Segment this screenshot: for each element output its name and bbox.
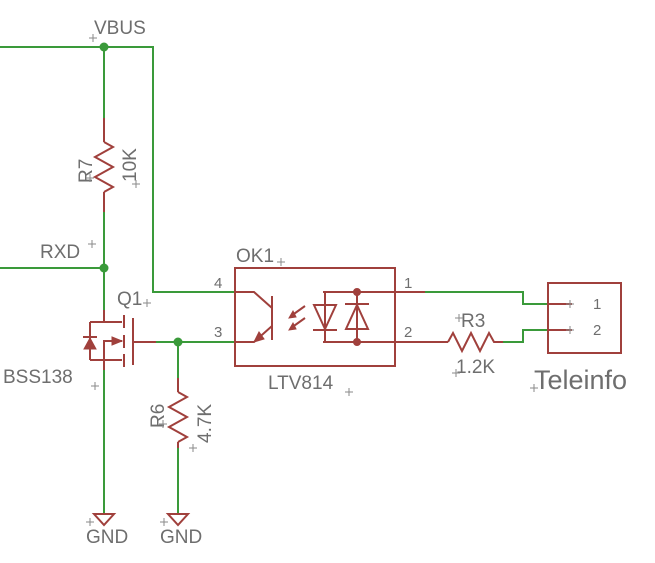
ok1-led2-triangle	[344, 302, 370, 330]
r3-ref-label: R3	[461, 311, 485, 332]
cross-conn-2	[566, 326, 574, 334]
q1-part-label: BSS138	[3, 367, 73, 388]
cross-r6-b	[189, 444, 197, 452]
connector-pin1-label: 1	[593, 296, 601, 313]
wire-ok1-pin1-to-connector	[424, 291, 549, 305]
optocoupler-ok1: OK1 LTV814 4 3 1 2	[214, 246, 425, 394]
r3-zigzag	[447, 330, 503, 354]
cross-r7-b	[132, 180, 140, 188]
mosfet-q1: Q1 BSS138	[3, 289, 156, 388]
cross-ok1	[277, 258, 285, 266]
ok1-led1-triangle	[312, 304, 338, 332]
resistor-r7: R7 10K	[76, 118, 141, 212]
r7-ref-label: R7	[76, 159, 97, 183]
ok1-body	[234, 267, 396, 367]
net-label-vbus: VBUS	[94, 18, 146, 39]
r6-zigzag	[166, 391, 190, 443]
cross-gnd-left	[86, 518, 94, 526]
r6-ref-label: R6	[148, 404, 169, 428]
ok1-pin3-label: 3	[214, 324, 222, 341]
ok1-pin2-label: 2	[404, 324, 412, 341]
cross-vbus	[89, 34, 97, 42]
ok1-emitter	[235, 325, 273, 343]
junction-gate-node	[173, 337, 183, 347]
q1-arrow	[111, 336, 124, 346]
r6-value-label: 4.7K	[195, 404, 216, 443]
q1-ref-label: Q1	[117, 289, 142, 310]
ok1-emitter-arrow	[253, 331, 265, 343]
ok1-collector	[235, 291, 273, 309]
cross-r7-a	[86, 174, 94, 182]
resistor-r3: R3 1.2K	[425, 311, 503, 378]
gnd-right-label: GND	[160, 527, 202, 548]
junction-vbus	[99, 42, 109, 52]
q1-diode-triangle	[83, 336, 97, 350]
cross-rxd	[88, 240, 96, 248]
r7-zigzag	[92, 141, 116, 193]
cross-gnd-right	[160, 518, 168, 526]
cross-q1-b	[91, 382, 99, 390]
ok1-pin4-label: 4	[214, 275, 222, 292]
junctions	[99, 42, 183, 347]
ok1-ref-label: OK1	[236, 246, 274, 267]
ok1-part-label: LTV814	[268, 373, 334, 394]
connector-body	[547, 282, 622, 354]
resistor-r6: R6 4.7K	[148, 378, 216, 448]
ok1-dot-bottom	[353, 338, 361, 346]
cross-ltv	[345, 388, 353, 396]
ok1-pin1-label: 1	[404, 275, 412, 292]
cross-r6-a	[159, 420, 167, 428]
r3-value-label: 1.2K	[456, 357, 495, 378]
ok1-light-arrowhead-1	[288, 309, 297, 319]
gnd-left-label: GND	[86, 527, 128, 548]
q1-drain-lead	[103, 310, 122, 323]
net-label-rxd: RXD	[40, 242, 80, 263]
cross-q1	[143, 299, 151, 307]
junction-rxd	[99, 263, 109, 273]
q1-source-lead	[103, 359, 122, 370]
connector-name-label: Teleinfo	[534, 365, 627, 395]
connector-teleinfo: 1 2 Teleinfo	[534, 282, 627, 395]
cross-conn-1	[566, 300, 574, 308]
ok1-dot-top	[353, 288, 361, 296]
cross-r3-a	[455, 314, 463, 322]
gnd-right-triangle	[165, 513, 191, 527]
wire-vbus-to-ok1-pin4	[103, 46, 236, 293]
gnd-symbol-right: GND	[160, 513, 202, 548]
r7-value-label: 10K	[120, 148, 141, 182]
cross-teleinfo	[530, 384, 538, 392]
gnd-symbol-left: GND	[86, 513, 128, 548]
cross-r3-b	[452, 369, 460, 377]
connector-pin2-label: 2	[593, 322, 601, 339]
wires	[0, 46, 549, 515]
wire-r3-to-connector	[502, 329, 549, 343]
origin-crosses	[86, 34, 574, 526]
ok1-light-arrowhead-2	[288, 321, 297, 331]
gnd-left-triangle	[91, 513, 117, 527]
